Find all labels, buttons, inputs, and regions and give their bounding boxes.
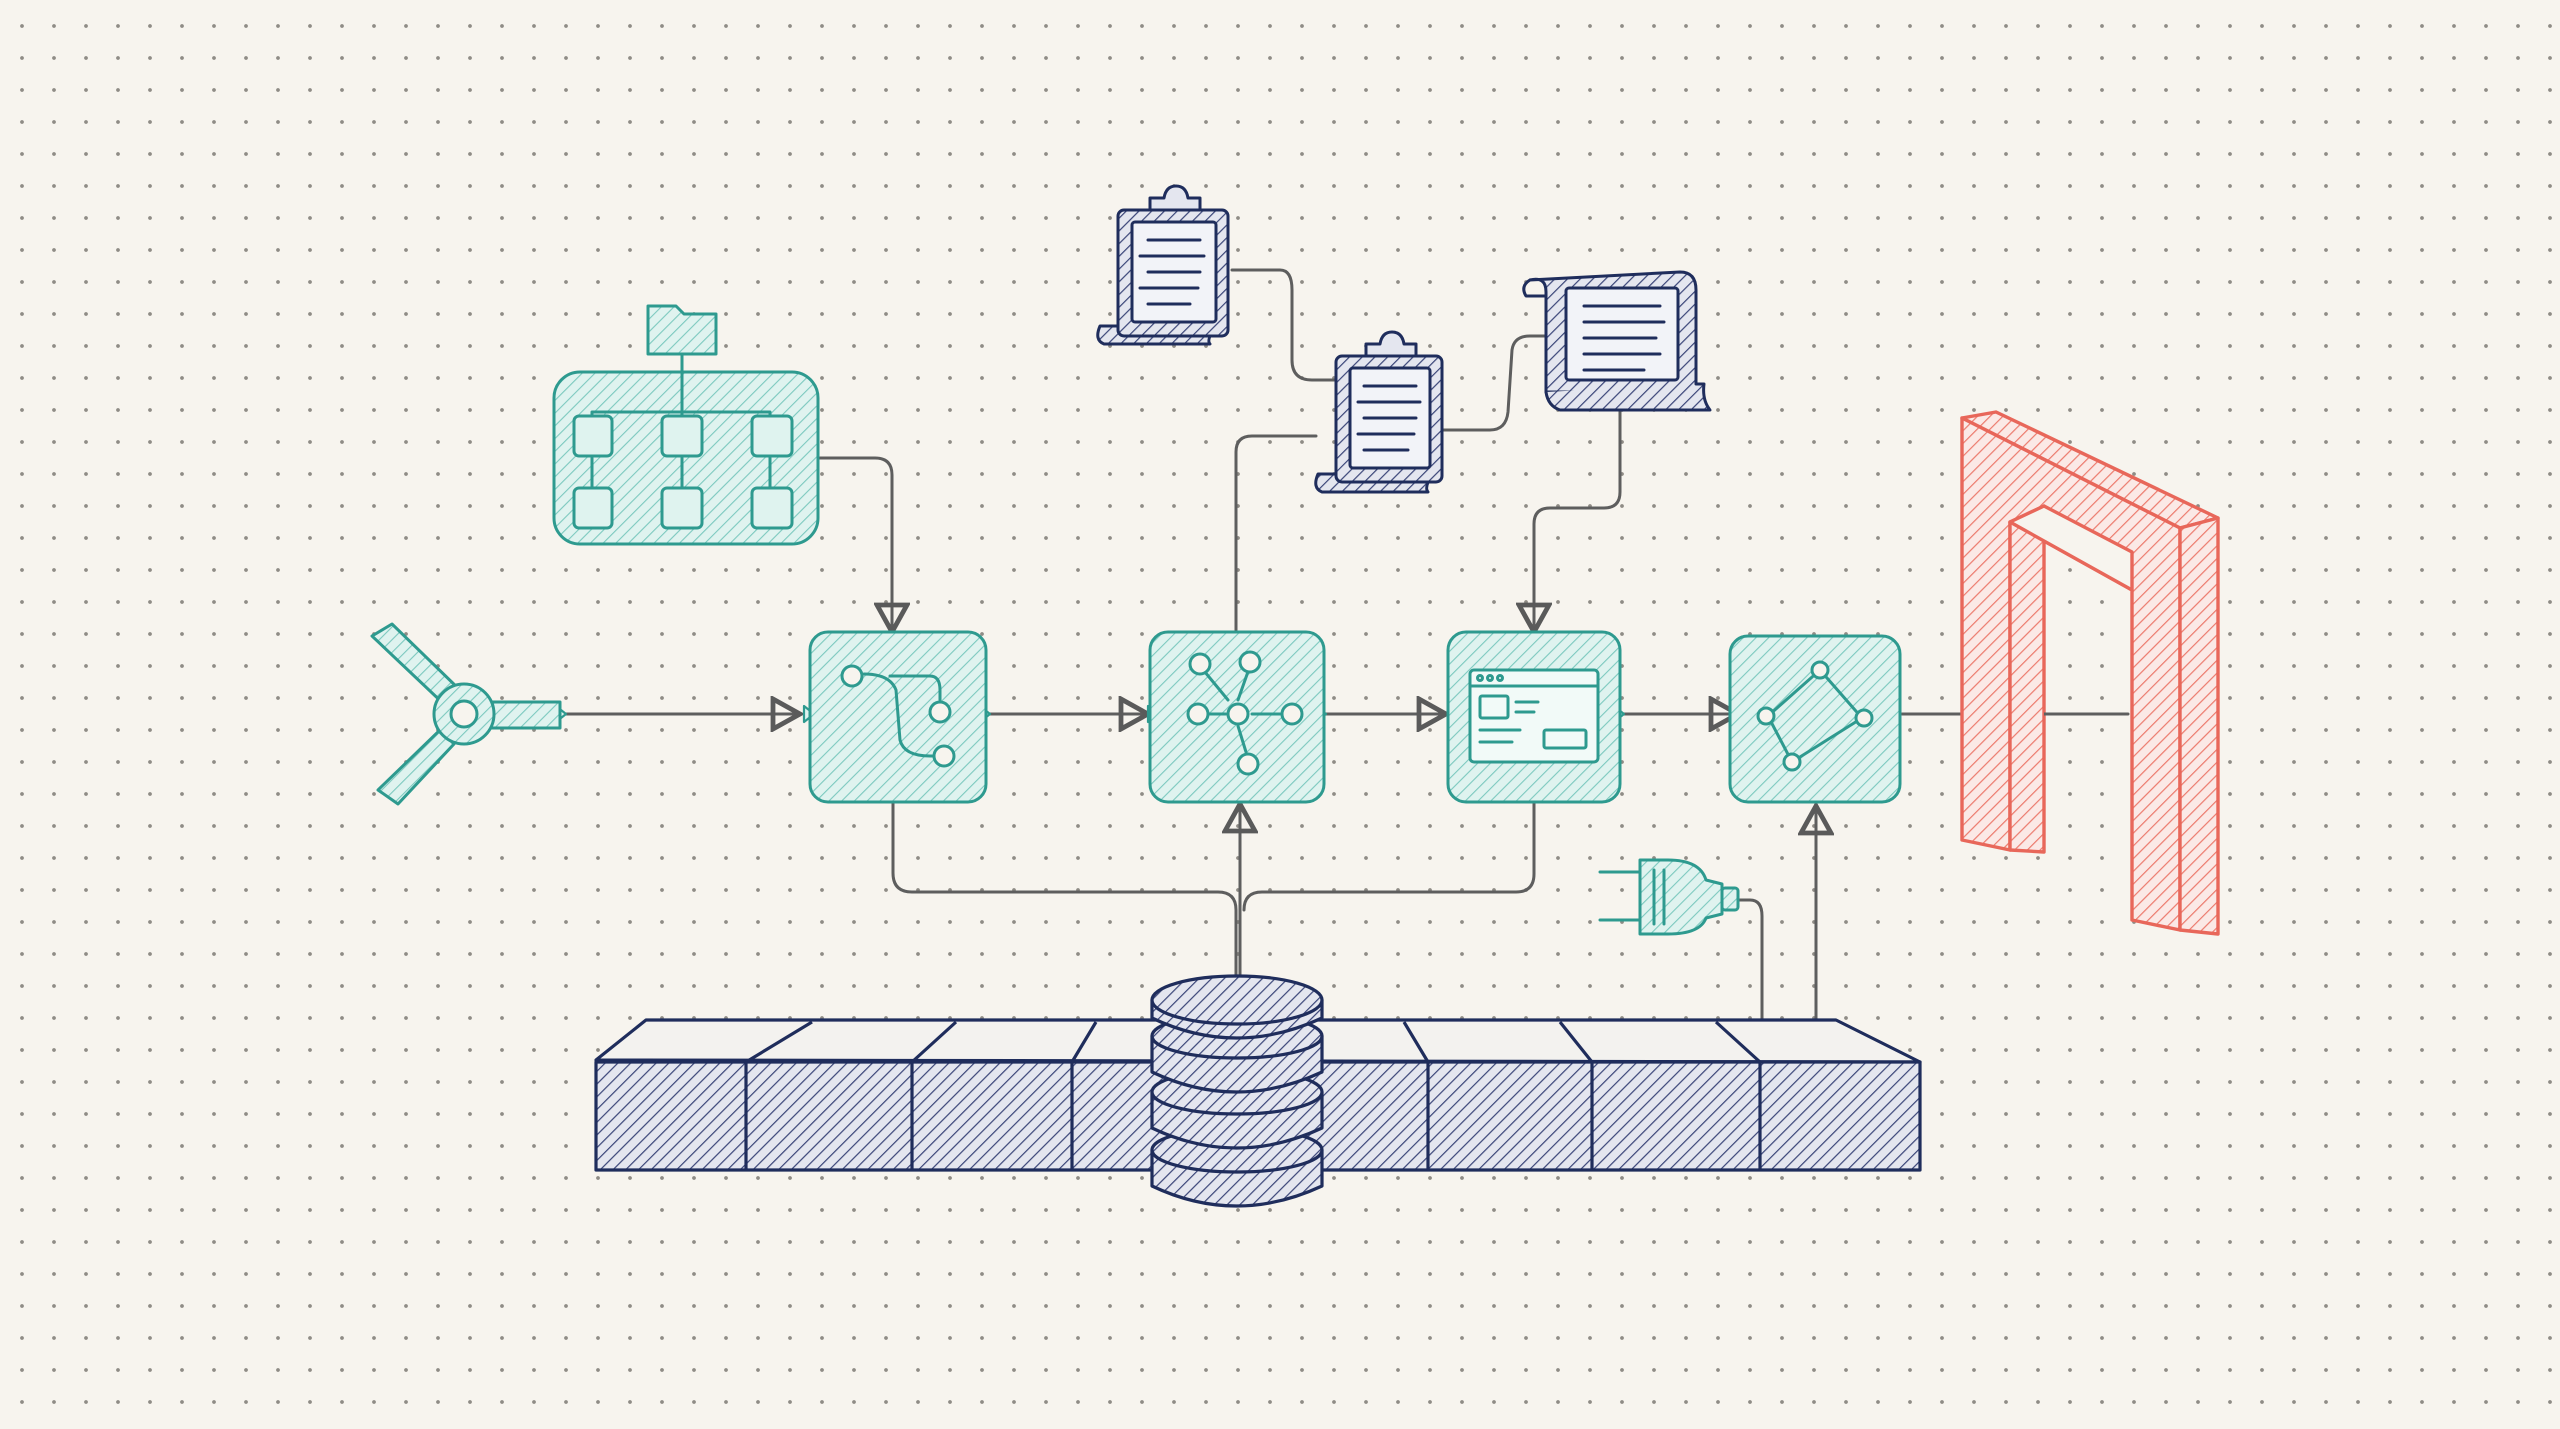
doc-3-curl-bottom <box>1544 382 1712 412</box>
edge-doc-2-stage-2 <box>1234 434 1318 632</box>
branch-node <box>1226 702 1250 726</box>
pinwheel-hub-inner <box>449 699 479 729</box>
flow-node <box>840 664 864 688</box>
org-node <box>660 414 704 458</box>
branch-node <box>1238 650 1262 674</box>
doc-1-clip <box>1148 184 1202 212</box>
browser-dot <box>1486 674 1494 682</box>
stage-3-box <box>1446 630 1622 804</box>
edge-doc-1-doc-2 <box>1230 268 1337 382</box>
edge-doc-3-stage-3 <box>1534 406 1622 632</box>
browser-window-icon <box>1468 668 1600 764</box>
diamond-network-icon <box>1756 660 1874 772</box>
browser-text-lines <box>1478 700 1540 744</box>
edge-plug-bus <box>1736 898 1764 1024</box>
branch-links <box>1198 664 1284 754</box>
flow-path <box>862 672 938 758</box>
stage-1-box <box>808 630 988 804</box>
stage-4-frame <box>1728 634 1902 804</box>
doc-1-lines <box>1138 238 1206 306</box>
scroll-document-icon <box>1522 270 1712 412</box>
branch-node <box>1188 652 1212 676</box>
browser-dot <box>1496 674 1504 682</box>
edge-org-chart-stage-1 <box>818 456 892 632</box>
stage-2-box <box>1148 630 1326 804</box>
plug-cord-end <box>1720 886 1740 912</box>
flow-branch <box>888 674 942 702</box>
folder-hierarchy-icon <box>552 304 820 546</box>
archway-gateway-icon <box>1960 410 2220 936</box>
plug-grip-lines <box>1652 868 1666 926</box>
branching-nodes-icon <box>1186 650 1304 776</box>
pinwheel-arm-bottom <box>376 728 456 806</box>
browser-panel <box>1478 694 1510 720</box>
flow-node <box>928 700 952 724</box>
branch-node <box>1186 702 1210 726</box>
connector-lines <box>554 268 2130 1024</box>
doc-2-clip <box>1364 330 1418 358</box>
diamond-node <box>1810 660 1830 680</box>
doc-3-paper <box>1564 286 1680 382</box>
clipboard-document-icon <box>1096 184 1230 346</box>
doc-3-lines <box>1582 304 1666 372</box>
power-plug-icon <box>1598 858 1740 936</box>
diamond-node <box>1756 706 1776 726</box>
stage-4-box <box>1728 634 1902 804</box>
org-node <box>750 414 794 458</box>
clipboard-document-icon <box>1314 330 1444 494</box>
folder-tab <box>646 304 718 356</box>
org-node <box>572 486 614 530</box>
arch-side-face <box>2178 516 2220 936</box>
org-node <box>572 414 614 458</box>
browser-button <box>1542 728 1588 750</box>
doc-3-curl-top <box>1522 278 1548 298</box>
edge-database-stage-1 <box>891 798 1238 978</box>
branch-node <box>1236 752 1260 776</box>
edge-database-stage-3 <box>1242 798 1536 912</box>
org-node <box>660 486 704 530</box>
edge-doc-2-doc-3 <box>1440 334 1558 432</box>
org-node <box>750 486 794 530</box>
browser-dot <box>1476 674 1484 682</box>
diamond-node <box>1782 752 1802 772</box>
curved-flow-nodes-icon <box>840 664 956 768</box>
plug-prongs <box>1598 870 1642 922</box>
bus-segment-dividers <box>744 1020 1762 1170</box>
browser-frame <box>1468 668 1600 764</box>
plug-body <box>1638 858 1724 936</box>
doc-2-lines <box>1356 384 1422 452</box>
db-top <box>1150 974 1324 1026</box>
pinwheel-source-icon <box>370 622 562 806</box>
database-stack-icon <box>1150 974 1324 1208</box>
arch-inner-face <box>2008 504 2046 854</box>
branch-node <box>1280 702 1304 726</box>
flow-node <box>932 744 956 768</box>
arch-inner-top <box>2008 504 2134 592</box>
diamond-node <box>1854 708 1874 728</box>
